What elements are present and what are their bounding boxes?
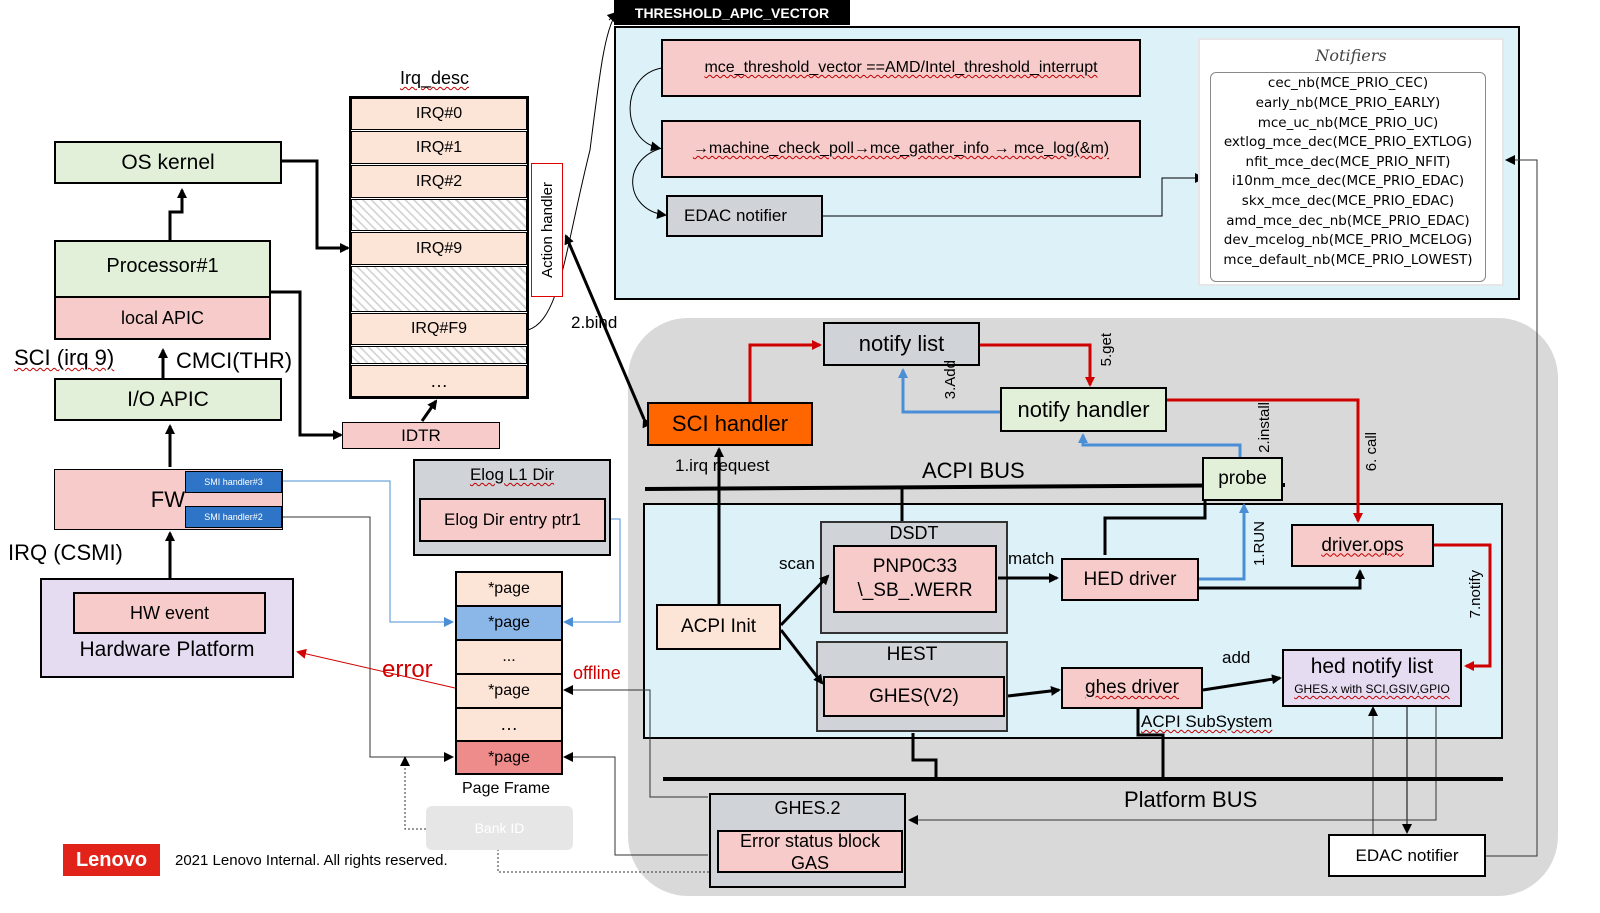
error-status-line1: Error status block — [739, 830, 881, 851]
ghes-driver-box: ghes driver — [1061, 667, 1203, 709]
notifiers-list — [1210, 72, 1486, 282]
notifier-item: i10nm_mce_dec(MCE_PRIO_EDAC) — [1231, 173, 1465, 189]
page-row: *page — [456, 572, 562, 606]
irq-csmi-label: IRQ (CSMI) — [8, 540, 123, 565]
page-row: ... — [456, 640, 562, 674]
edac-notifier-top: EDAC notifier — [666, 195, 823, 237]
sci-handler-box: SCI handler — [647, 402, 813, 446]
dsdt-label: DSDT — [889, 523, 939, 543]
notifier-item: mce_default_nb(MCE_PRIO_LOWEST) — [1223, 252, 1473, 268]
offline-label: offline — [573, 663, 621, 683]
platform-bus-label: Platform BUS — [1124, 787, 1258, 812]
bank-id-box: Bank ID — [426, 806, 573, 850]
irq-row-reserved — [351, 346, 527, 364]
notifier-item: mce_uc_nb(MCE_PRIO_UC) — [1257, 115, 1439, 131]
page-row-highlight: *page — [456, 606, 562, 640]
notifier-item: extlog_mce_dec(MCE_PRIO_EXTLOG) — [1223, 134, 1473, 150]
sci-label: SCI (irq 9) — [14, 345, 115, 370]
notifiers-panel — [1198, 38, 1504, 286]
io-apic-box: I/O APIC — [54, 378, 282, 421]
irq-row-reserved — [351, 266, 527, 312]
error-status-line2: GAS — [790, 852, 829, 873]
notify7-label: 7.notify — [1467, 570, 1484, 619]
hest-label: HEST — [886, 644, 938, 665]
hed-driver-box: HED driver — [1061, 558, 1199, 601]
hed-notify-list-title: hed notify list — [1310, 655, 1434, 678]
notifier-item: early_nb(MCE_PRIO_EARLY) — [1255, 95, 1441, 111]
error-status-block: Error status block GAS — [717, 830, 903, 873]
irq-row: IRQ#1 — [351, 131, 527, 164]
irq-row-reserved — [351, 199, 527, 231]
notifier-item: amd_mce_dec_nb(MCE_PRIO_EDAC) — [1226, 213, 1470, 229]
irq-row: … — [351, 365, 527, 397]
page-frame-label: Page Frame — [462, 780, 551, 797]
match-label: match — [1008, 549, 1055, 568]
ghes-x-note: GHES.x with SCI,GSIV,GPIO — [1294, 682, 1450, 696]
call6-label: 6. call — [1363, 432, 1380, 472]
error-label: error — [382, 656, 433, 683]
acpi-subsystem-label: ACPI SubSystem — [1141, 712, 1273, 731]
page-row: … — [456, 708, 562, 741]
get5-label: 5.get — [1098, 333, 1115, 367]
smi-handler-3: SMI handler#3 — [185, 471, 282, 493]
add-label: add — [1222, 648, 1251, 667]
install2-label: 2.install — [1256, 402, 1273, 453]
pnp-id: PNP0C33 — [872, 556, 958, 577]
edac-notifier-bottom: EDAC notifier — [1328, 834, 1486, 877]
notifier-item: cec_nb(MCE_PRIO_CEC) — [1267, 75, 1429, 91]
copyright-text: 2021 Lenovo Internal. All rights reserve… — [175, 852, 448, 869]
os-kernel-box: OS kernel — [54, 141, 282, 184]
pnp-werr-box: PNP0C33 \_SB_.WERR — [833, 545, 997, 613]
page-row-error: *page — [456, 741, 562, 774]
notifier-item: skx_mce_dec(MCE_PRIO_EDAC) — [1241, 193, 1455, 209]
add3-label: 3.Add — [942, 360, 959, 400]
irq-row: IRQ#2 — [351, 165, 527, 198]
notify-list-box: notify list — [823, 322, 980, 366]
notifiers-title: Notifiers — [1315, 46, 1387, 65]
ghes-v2-box: GHES(V2) — [823, 676, 1005, 717]
action-handler: Action handler — [531, 163, 563, 297]
irq-row: IRQ#9 — [351, 232, 527, 265]
driver-ops-box: driver.ops — [1291, 524, 1434, 567]
probe-box: probe — [1202, 457, 1283, 501]
local-apic-box: local APIC — [54, 296, 271, 340]
machine-check-poll-box: →machine_check_poll→mce_gather_info → mc… — [661, 120, 1141, 178]
mce-threshold-vector-box: mce_threshold_vector ==AMD/Intel_thresho… — [661, 39, 1141, 97]
hed-notify-list-box: hed notify list GHES.x with SCI,GSIV,GPI… — [1282, 649, 1462, 707]
irq-request-label: 1.irq request — [675, 456, 770, 475]
smi-handler-2: SMI handler#2 — [185, 506, 282, 528]
run1-label: 1.RUN — [1251, 521, 1268, 567]
cmci-label: CMCI(THR) — [176, 348, 293, 373]
irq-desc-title: Irq_desc — [400, 68, 470, 88]
irq-row: IRQ#0 — [351, 98, 527, 130]
bind-label: 2.bind — [571, 313, 618, 332]
hw-event-box: HW event — [73, 592, 266, 634]
idtr-box: IDTR — [342, 422, 500, 449]
processor-box: Processor#1 — [54, 240, 271, 298]
lenovo-logo: Lenovo — [63, 844, 160, 876]
notify-handler-box: notify handler — [1000, 387, 1167, 432]
notifier-item: nfit_mce_dec(MCE_PRIO_NFIT) — [1245, 154, 1451, 170]
werr-path: \_SB_.WERR — [857, 580, 973, 601]
notifier-item: dev_mcelog_nb(MCE_PRIO_MCELOG) — [1223, 232, 1473, 248]
elog-dir-entry: Elog Dir entry ptr1 — [419, 498, 606, 542]
acpi-init-box: ACPI Init — [656, 604, 781, 650]
page-row: *page — [456, 674, 562, 708]
scan-label: scan — [779, 554, 815, 573]
threshold-title: THRESHOLD_APIC_VECTOR — [614, 0, 850, 25]
irq-row: IRQ#F9 — [351, 313, 527, 345]
acpi-bus-label: ACPI BUS — [922, 458, 1025, 483]
